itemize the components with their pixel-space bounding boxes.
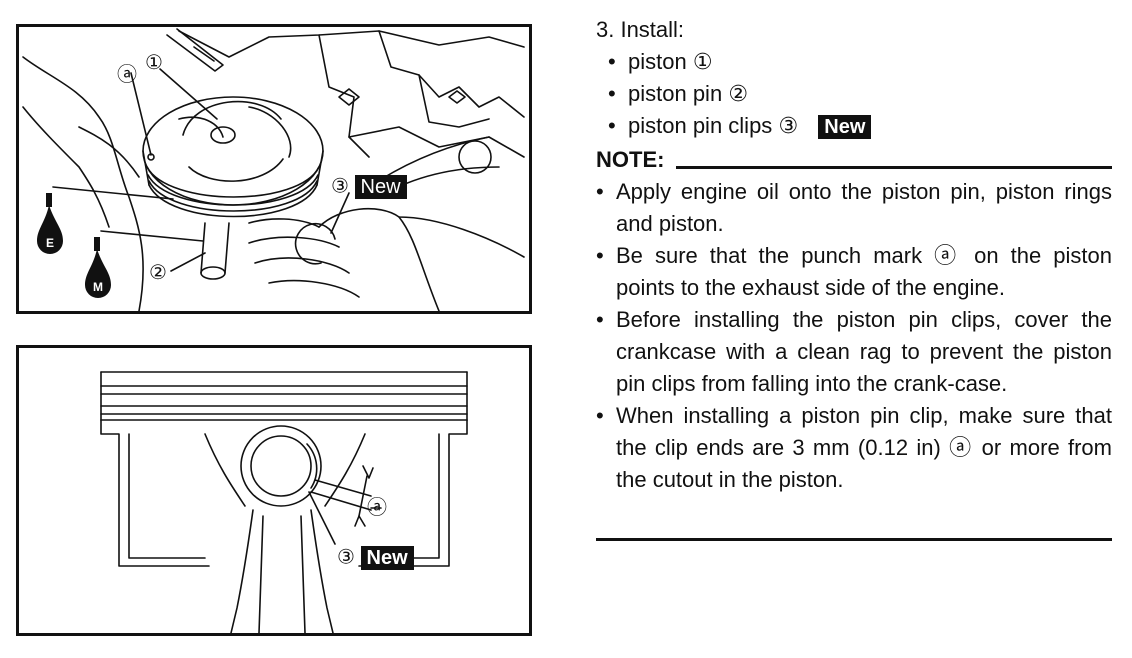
engine-oil-icon: E	[37, 193, 63, 254]
callout-punch-mark-a: ⓐ	[117, 64, 137, 86]
note-item: Before installing the piston pin clips, …	[596, 304, 1112, 400]
install-item-piston-pin: piston pin ②	[596, 78, 1112, 110]
note-header: NOTE:	[596, 144, 1112, 176]
svg-text:E: E	[46, 236, 54, 250]
note-label: NOTE:	[596, 147, 665, 172]
new-part-tag: New	[360, 546, 414, 570]
install-item-label: piston	[628, 49, 687, 74]
piston-install-drawing: E M	[22, 28, 525, 311]
note-item: Apply engine oil onto the piston pin, pi…	[596, 176, 1112, 240]
callout-clip-gap-a: ⓐ	[367, 497, 387, 519]
callout-clip-3-number: ③	[337, 546, 355, 569]
install-item-ref: ②	[728, 81, 749, 106]
install-item-piston-pin-clips: piston pin clips ③ New	[596, 110, 1112, 142]
install-item-piston: piston ①	[596, 46, 1112, 78]
install-item-ref: ③	[778, 113, 799, 138]
callout-piston-1: ①	[145, 52, 163, 74]
note-divider	[676, 165, 1112, 169]
instructions-column: 3. Install: piston ① piston pin ② piston…	[596, 14, 1112, 496]
install-parts-list: piston ① piston pin ② piston pin clips ③…	[596, 46, 1112, 142]
install-item-label: piston pin clips	[628, 113, 773, 138]
note-list: Apply engine oil onto the piston pin, pi…	[596, 176, 1112, 496]
clip-gap-figure: ⓐ ③ New	[16, 345, 532, 636]
note-item: Be sure that the punch mark ⓐ on the pis…	[596, 240, 1112, 304]
install-item-ref: ①	[692, 49, 713, 74]
callout-piston-pin-2: ②	[149, 262, 167, 284]
molybdenum-grease-icon: M	[85, 237, 111, 298]
callout-clip-3: ③ New	[331, 175, 407, 199]
new-part-tag: New	[354, 175, 407, 199]
note-end-divider	[596, 538, 1112, 541]
callout-clip-3-number: ③	[331, 175, 349, 198]
install-item-label: piston pin	[628, 81, 723, 106]
new-part-tag: New	[818, 115, 872, 140]
svg-text:M: M	[93, 280, 103, 294]
clip-gap-drawing	[100, 371, 468, 633]
step-heading: 3. Install:	[596, 17, 685, 42]
note-item: When installing a piston pin clip, make …	[596, 400, 1112, 496]
piston-install-figure: E M ⓐ ① ② ③ New	[16, 24, 532, 314]
callout-clip-3: ③ New	[337, 546, 414, 570]
